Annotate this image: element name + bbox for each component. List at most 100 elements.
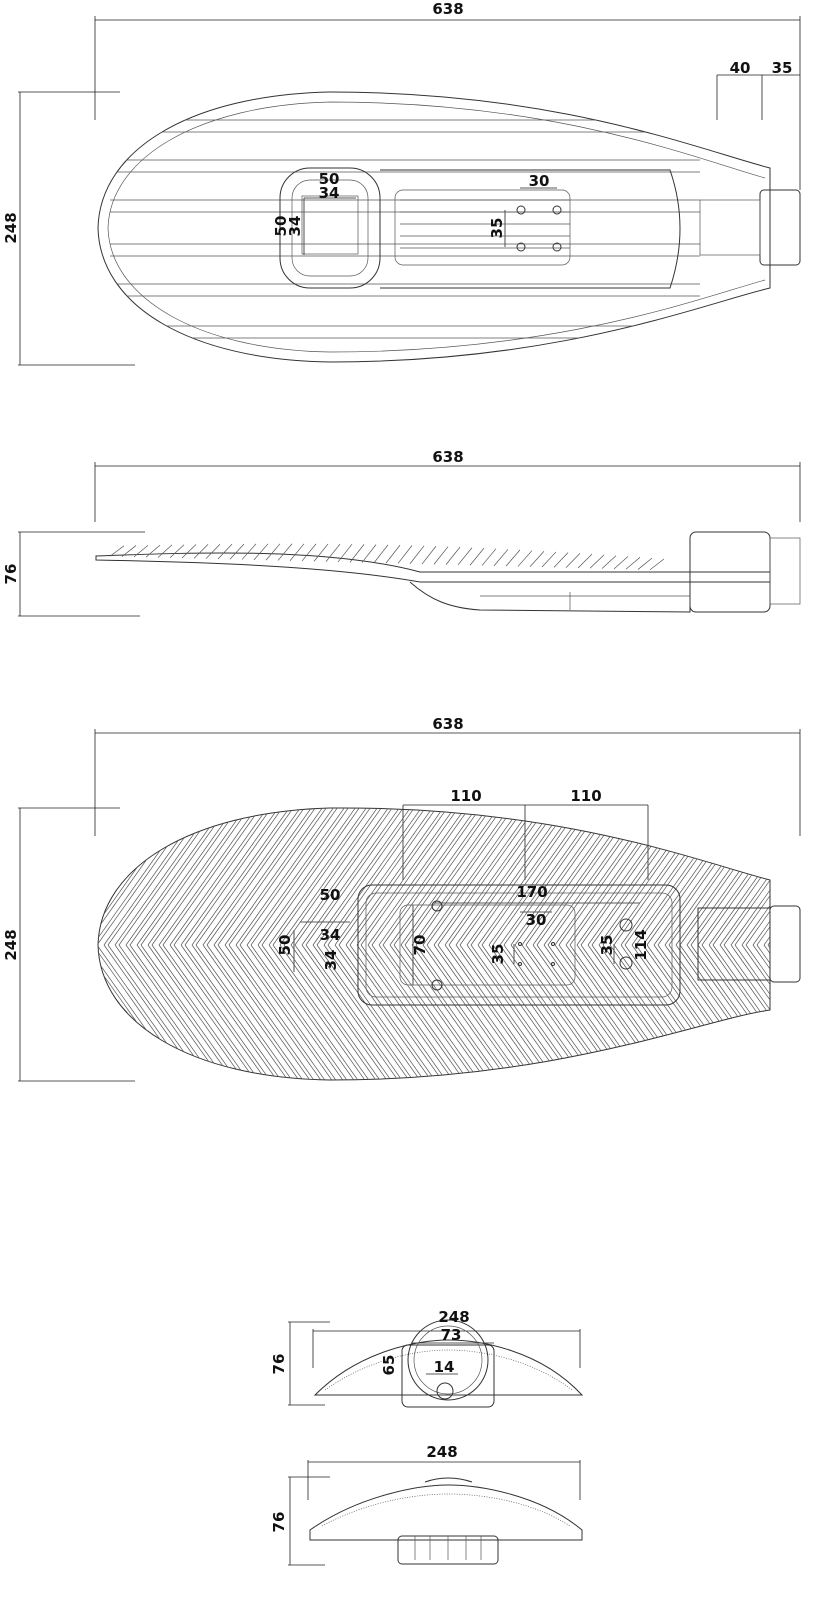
fin-line [356, 944, 468, 1080]
fin-line [181, 544, 197, 559]
fin-line [378, 807, 490, 946]
fin-line [345, 807, 457, 946]
fin-line [679, 807, 770, 946]
pole-mount [759, 189, 801, 266]
rear-height-label: 76 [270, 1512, 288, 1533]
fin-line [229, 543, 245, 560]
bottom-hole-w-label: 30 [526, 911, 547, 929]
fin-line [334, 807, 446, 946]
fin-line [361, 544, 377, 563]
fin-line [253, 543, 269, 561]
fin-line [173, 944, 285, 1080]
top-hole-w-label: 30 [529, 172, 550, 190]
fin-line [752, 807, 770, 946]
fin-line [601, 555, 617, 569]
fin-line [565, 553, 581, 568]
fin-line [741, 944, 770, 1080]
fin-line [173, 807, 285, 946]
fin-line [205, 543, 221, 559]
fin-line [294, 944, 406, 1080]
rear-width-label: 248 [426, 1443, 457, 1461]
fin-line [228, 807, 340, 946]
bottom-mount-b-label: 110 [570, 787, 601, 805]
fin-line [294, 807, 406, 946]
side-length-label: 638 [432, 448, 463, 466]
fin-line [241, 543, 257, 560]
fin-line [756, 807, 770, 946]
fin-line [541, 551, 557, 568]
bottom-dimension-lines [18, 729, 801, 1082]
driver-box [357, 884, 681, 1006]
fin-line [786, 790, 822, 945]
fin-line [224, 807, 336, 946]
fin-line [180, 944, 292, 1080]
fin-line [337, 543, 353, 563]
fin-line [686, 807, 770, 946]
top-window [279, 167, 381, 289]
fin-line [763, 944, 770, 1080]
fin-line [367, 807, 479, 946]
bottom-view: 110 110 638 248 50 34 50 34 170 30 70 35… [2, 715, 822, 1100]
fin-line [250, 807, 362, 946]
fin-line [283, 944, 395, 1080]
fin-line [389, 807, 501, 946]
fin-line [637, 557, 653, 570]
side-view: 638 76 [2, 448, 801, 617]
fin-line [349, 807, 461, 946]
fin-line [191, 807, 303, 946]
fin-line [613, 556, 629, 570]
bottom-fins [98, 790, 822, 1100]
fin-line [312, 807, 424, 946]
fin-line [701, 944, 770, 1080]
fin-line [338, 807, 450, 946]
fin-line [316, 807, 428, 946]
fin-line [797, 790, 822, 945]
fin-line [409, 545, 425, 564]
fin-line [268, 807, 380, 946]
fin-line [301, 807, 413, 946]
fin-line [272, 944, 384, 1080]
fin-line [191, 944, 303, 1080]
fin-line [767, 807, 770, 946]
fin-line [686, 944, 770, 1080]
fin-line [382, 807, 494, 946]
bottom-box-len-label: 170 [516, 883, 547, 901]
fin-line [257, 807, 369, 946]
fin-line [505, 549, 521, 567]
fin-line [723, 944, 770, 1080]
fin-line [345, 944, 457, 1080]
fin-line [801, 790, 822, 945]
fin-line [790, 945, 822, 1100]
fin-line [745, 807, 770, 946]
fin-line [756, 944, 770, 1080]
fin-line [305, 807, 417, 946]
rear-view: 248 76 [270, 1443, 583, 1566]
fin-line [625, 557, 641, 570]
side-height-label: 76 [2, 564, 20, 585]
fin-line [433, 546, 449, 565]
fin-line [206, 807, 318, 946]
fin-line [371, 807, 483, 946]
front-pipe-circle [407, 1319, 489, 1401]
fin-line [289, 543, 305, 561]
top-length-label: 638 [432, 0, 463, 18]
fin-line [327, 944, 439, 1080]
top-width-label: 248 [2, 212, 20, 243]
bottom-hole-h-label: 35 [489, 944, 507, 965]
fin-line [268, 944, 380, 1080]
top-win-w-label: 50 [319, 170, 340, 188]
bottom-win-w-label: 50 [320, 886, 341, 904]
fin-line [246, 944, 358, 1080]
fin-line [121, 545, 137, 557]
fin-line [421, 546, 437, 565]
fin-line [730, 944, 770, 1080]
fin-line [305, 944, 417, 1080]
fin-line [723, 807, 770, 946]
fin-line [775, 790, 822, 945]
fin-line [213, 944, 325, 1080]
fin-line [775, 945, 822, 1100]
fin-line [752, 944, 770, 1080]
fin-line [193, 544, 209, 559]
fin-line [356, 807, 468, 946]
fin-line [239, 807, 351, 946]
